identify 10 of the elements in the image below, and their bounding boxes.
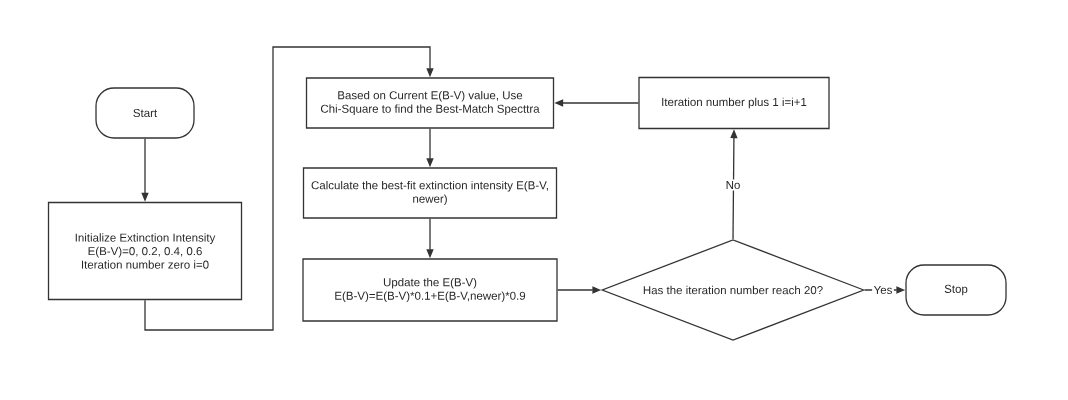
process-box: Based on Current E(B-V) value, Use Chi-Square to find the Best-Match Specttra (305, 77, 555, 129)
process-box: Iteration number plus 1 i=i+1 (638, 76, 830, 130)
process-box: Initialize Extinction Intensity E(B-V)=0, 0.2, 0.4, 0.6 Iteration number zero i=0 (47, 201, 243, 301)
process-box: Update the E(B-V) E(B-V)=E(B-V)*0.1+E(B-V,newer)*0.9 (302, 258, 558, 322)
stop-terminal: Stop (905, 264, 1007, 316)
edge-label: No (724, 179, 742, 191)
start-terminal: Start (95, 87, 195, 139)
edge-label: Yes (872, 284, 894, 296)
process-box: Calculate the best-fit extinction intensity E(B-V, newer) (302, 167, 558, 219)
arrow (144, 46, 434, 331)
